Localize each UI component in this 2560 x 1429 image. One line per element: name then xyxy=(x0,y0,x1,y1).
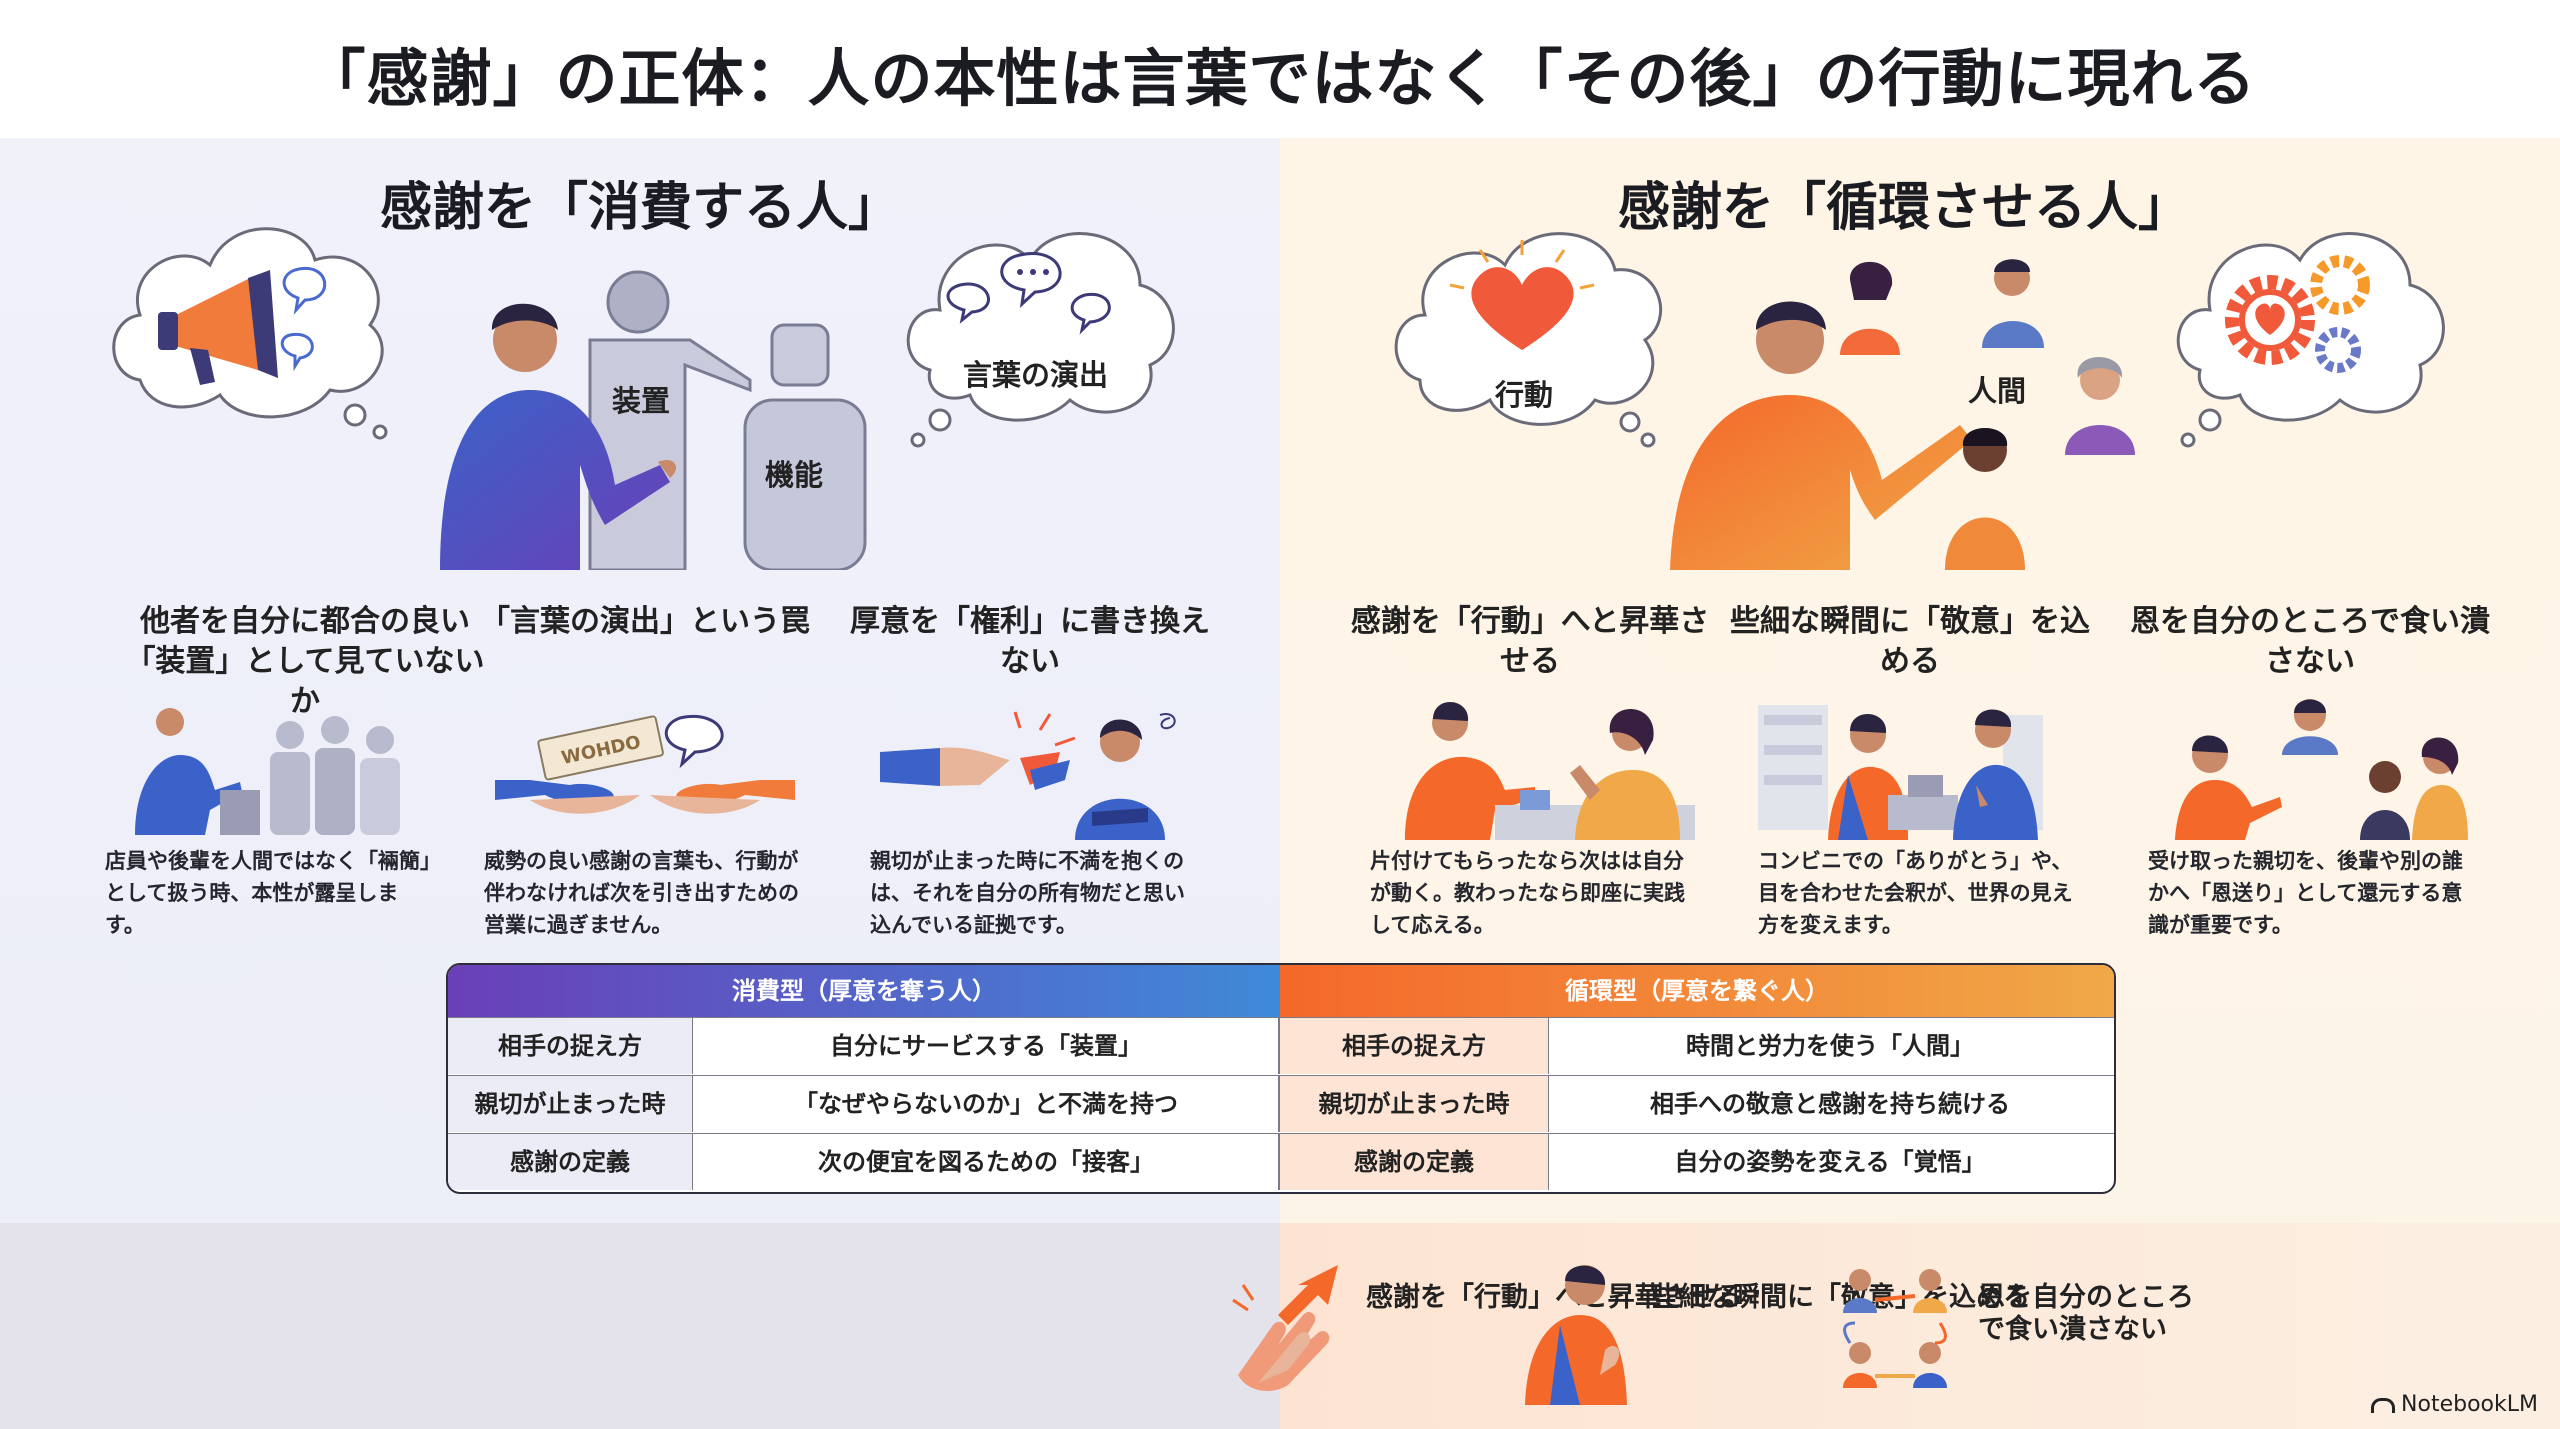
speech-cloud-label: 言葉の演出 xyxy=(963,358,1109,392)
person-icon xyxy=(2065,357,2135,455)
comparison-table: 消費型（厚意を奪う人） 循環型（厚意を繋ぐ人） 相手の捉え方 自分にサービスする… xyxy=(446,963,2116,1194)
right-point-2-title: 些細な瞬間に「敬意」を込める xyxy=(1730,604,2090,679)
bottom-item-3: 恩を自分のところで食い潰さない xyxy=(1978,1282,2194,1345)
person-icon xyxy=(1945,428,2025,570)
table-row-key: 感謝の定義 xyxy=(448,1133,693,1190)
right-point-1-title: 感謝を「行動」へと昇華させる xyxy=(1350,604,1710,679)
left-point-1-title: 他者を自分に都合の良い「装置」として見ていないか xyxy=(125,604,485,719)
right-point-1-text: 片付けてもらったなら次はは自分が動く。教わったなら即座に実践して応える。 xyxy=(1370,849,1685,937)
gear-icon xyxy=(2310,255,2370,315)
hands-ticket-icon: WOHDO xyxy=(495,715,795,814)
bottom-item-2: 些細な瞬間に「敬意」を込める xyxy=(1652,1282,2030,1313)
person-icon xyxy=(1840,261,1900,355)
left-point-3-title: 厚意を「権利」に書き換えない xyxy=(850,604,1210,679)
table-cell-circulate: 時間と労力を使う「人間」 xyxy=(1546,1017,2114,1074)
bottom-right-band xyxy=(1280,1223,2560,1429)
left-point-1-text: 店員や後輩を人間ではなく「裲𥳑」として扱う時、本性が露呈します。 xyxy=(105,849,431,937)
gear-icon xyxy=(2225,275,2315,365)
gear-icon xyxy=(2315,327,2361,373)
bottom-item-1: 感謝を「行動」へと昇華させる xyxy=(1366,1282,1743,1313)
page-title: 「感謝」の正体：人の本性は言葉ではなく「その後」の行動に現れる xyxy=(303,42,2257,115)
right-point-3-title: 恩を自分のところで食い潰さない xyxy=(2130,604,2490,679)
heart-icon xyxy=(1449,240,1595,350)
table-cell-consume: 「なぜやらないのか」と不満を持つ xyxy=(692,1075,1280,1132)
action-label: 行動 xyxy=(1495,378,1554,412)
person-icon xyxy=(1982,259,2044,348)
left-point-3-text: 親切が止まった時に不満を抱くのは、それを自分の所有物だと思い込んでいる証拠です。 xyxy=(870,849,1185,937)
speech-thought-cloud xyxy=(906,232,1175,448)
megaphone-thought-cloud xyxy=(112,227,388,440)
consume-type-header: 消費型（厚意を奪う人） xyxy=(448,965,1280,1017)
broken-handshake-icon xyxy=(880,711,1176,840)
table-row-key: 相手の捉え方 xyxy=(1278,1017,1549,1074)
right-point-3-text: 受け取った親切を、後輩や別の誰かへ「恩送り」として還元する意識が重要です。 xyxy=(2148,849,2463,937)
function-label: 機能 xyxy=(765,458,824,492)
notebooklm-logo-icon xyxy=(2371,1397,2396,1413)
gears-thought-cloud xyxy=(2176,232,2445,448)
right-point-2-text: コンビニでの「ありがとう」や、目を合わせた会釈が、世界の見え方を変えます。 xyxy=(1758,849,2073,937)
left-heading: 感謝を「消費する人」 xyxy=(379,178,900,238)
circulate-type-header: 循環型（厚意を繋ぐ人） xyxy=(1280,965,2114,1017)
table-cell-circulate: 相手への敬意と感謝を持ち続ける xyxy=(1546,1075,2114,1132)
table-row-key: 相手の捉え方 xyxy=(448,1017,693,1074)
device-label: 装置 xyxy=(612,384,671,418)
left-point-2-title: 「言葉の演出」という罠 xyxy=(480,604,810,639)
bowing-person-icon xyxy=(1525,1265,1627,1405)
circulation-people-icon xyxy=(1843,1269,1947,1388)
convenience-store-icon xyxy=(1758,705,2043,840)
table-cell-consume: 次の便宜を図るための「接客」 xyxy=(692,1133,1280,1190)
table-cell-circulate: 自分の姿勢を変える「覚悟」 xyxy=(1546,1133,2114,1190)
circulator-illustration xyxy=(1670,259,2135,570)
megaphone-icon xyxy=(158,270,278,385)
clapping-hands-icon xyxy=(1232,1265,1338,1391)
staff-as-device-icon xyxy=(135,708,400,835)
table-row-key: 親切が止まった時 xyxy=(448,1075,693,1132)
heart-thought-cloud xyxy=(1394,232,1663,448)
left-point-2-text: 威勢の良い感謝の言葉も、行動が伴わなければ次を引き出すための営業に過ぎません。 xyxy=(484,849,799,937)
tidying-together-icon xyxy=(1405,701,1695,840)
table-row-key: 親切が止まった時 xyxy=(1278,1075,1549,1132)
right-heading: 感謝を「循環させる人」 xyxy=(1617,178,2190,238)
bottom-left-band xyxy=(0,1223,1280,1429)
table-cell-consume: 自分にサービスする「装置」 xyxy=(692,1017,1280,1074)
pay-it-forward-icon xyxy=(2175,699,2468,840)
chat-bubble-icon xyxy=(946,252,1111,335)
brand-label: NotebookLM xyxy=(2401,1392,2538,1417)
consumer-illustration xyxy=(440,270,867,570)
human-label: 人間 xyxy=(1968,374,2027,408)
table-row-key: 感謝の定義 xyxy=(1278,1133,1549,1190)
notebooklm-brand: NotebookLM xyxy=(2371,1392,2538,1417)
